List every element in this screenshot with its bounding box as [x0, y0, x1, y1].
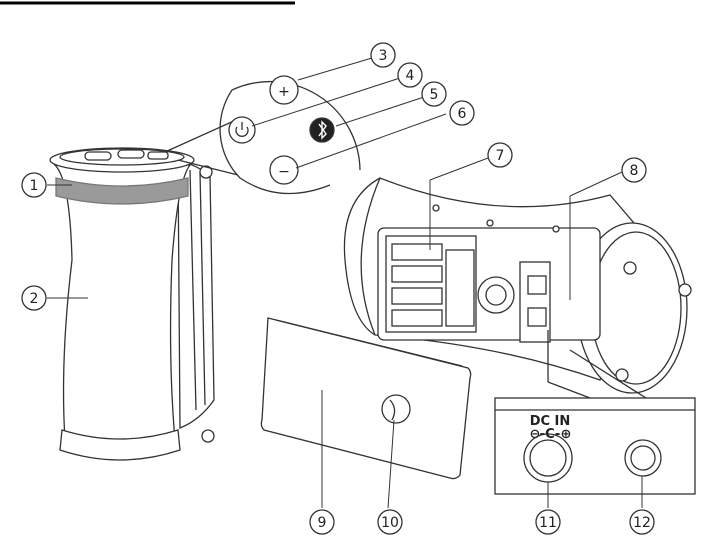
callout-label-6: 6 [458, 106, 467, 122]
minus-symbol: − [278, 164, 290, 180]
callout-label-9: 9 [318, 515, 327, 531]
port-panel [495, 398, 695, 494]
callout-label-7: 7 [496, 148, 505, 164]
callout-label-1: 1 [30, 178, 39, 194]
callout-label-11: 11 [539, 515, 557, 531]
polarity-pos: ⊕ [561, 427, 572, 442]
polarity-center: -C- [540, 427, 561, 442]
callout-label-4: 4 [406, 68, 415, 84]
callout-label-2: 2 [30, 291, 39, 307]
speaker-front-view [50, 148, 214, 460]
callout-label-8: 8 [630, 163, 639, 179]
polarity-symbol: ⊖ -C- ⊕ [530, 427, 572, 442]
callout-label-10: 10 [381, 515, 399, 531]
callout-label-12: 12 [633, 515, 651, 531]
callout-label-3: 3 [379, 48, 388, 64]
callout-label-5: 5 [430, 87, 439, 103]
cover-screw [382, 395, 410, 423]
plus-symbol: + [278, 84, 290, 100]
